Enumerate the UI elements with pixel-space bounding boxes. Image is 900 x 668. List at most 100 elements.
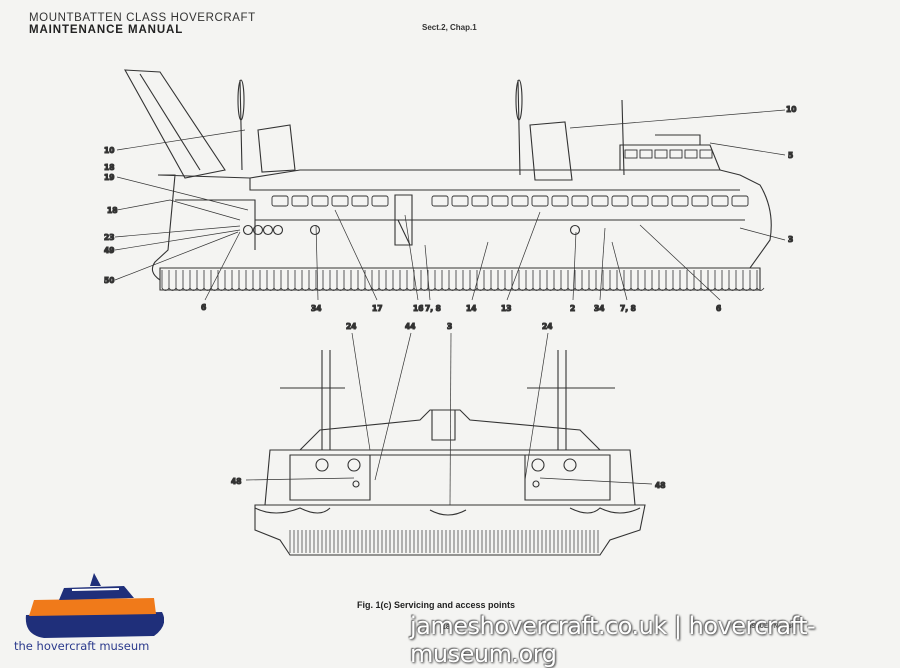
skirt-finger xyxy=(189,270,198,291)
skirt-finger xyxy=(728,270,737,291)
window xyxy=(271,195,289,207)
skirt-finger xyxy=(609,270,618,291)
skirt-finger xyxy=(476,270,485,291)
skirt-finger xyxy=(378,270,387,291)
porthole xyxy=(262,224,274,236)
porthole xyxy=(252,224,264,236)
skirt-finger xyxy=(749,270,758,291)
skirt-finger xyxy=(672,270,681,291)
porthole xyxy=(242,224,254,236)
skirt-finger xyxy=(336,270,345,291)
skirt-finger xyxy=(420,270,429,291)
page-number: 18 xyxy=(442,624,450,631)
skirt-finger xyxy=(434,270,443,291)
skirt-finger xyxy=(756,270,765,291)
callout: 2 xyxy=(570,304,575,313)
wheelhouse-window xyxy=(639,149,653,159)
skirt-finger xyxy=(392,270,401,291)
skirt-finger xyxy=(595,270,604,291)
hovercraft-museum-logo xyxy=(25,573,164,638)
skirt-finger xyxy=(448,270,457,291)
callout: 13 xyxy=(501,304,511,313)
callout: 7, 8 xyxy=(620,304,636,313)
callout: 48 xyxy=(231,477,241,486)
skirt-finger xyxy=(427,270,436,291)
window xyxy=(331,195,349,207)
callout: 14 xyxy=(466,304,476,313)
side-leader-lines xyxy=(114,109,786,301)
skirt-finger xyxy=(686,270,695,291)
skirt-finger xyxy=(630,270,639,291)
skirt-finger xyxy=(161,270,170,291)
section-reference: Sect.2, Chap.1 xyxy=(422,23,477,32)
skirt-finger xyxy=(196,270,205,291)
callout: 10 xyxy=(104,146,114,155)
wheelhouse-window xyxy=(699,149,713,159)
window xyxy=(591,195,609,207)
skirt-finger xyxy=(546,270,555,291)
skirt-finger xyxy=(343,270,352,291)
skirt-finger xyxy=(574,270,583,291)
skirt-finger xyxy=(553,270,562,291)
window xyxy=(431,195,449,207)
skirt-finger xyxy=(693,270,702,291)
callout: 6 xyxy=(201,303,206,312)
window xyxy=(551,195,569,207)
window xyxy=(731,195,749,207)
callout: 3 xyxy=(788,235,793,244)
callout: 50 xyxy=(104,276,114,285)
skirt-finger xyxy=(518,270,527,291)
manual-title: MAINTENANCE MANUAL xyxy=(29,24,184,36)
skirt-finger xyxy=(700,270,709,291)
skirt-finger xyxy=(532,270,541,291)
skirt-finger xyxy=(308,270,317,291)
skirt-finger xyxy=(217,270,226,291)
window xyxy=(611,195,629,207)
skirt-finger xyxy=(581,270,590,291)
front-view xyxy=(254,350,646,556)
callout: 17 xyxy=(372,304,382,313)
skirt-finger xyxy=(714,270,723,291)
skirt-finger xyxy=(273,270,282,291)
callout: 34 xyxy=(311,304,321,313)
skirt-finger xyxy=(616,270,625,291)
callout: 24 xyxy=(542,322,552,331)
skirt-finger xyxy=(441,270,450,291)
window xyxy=(691,195,709,207)
skirt-finger xyxy=(602,270,611,291)
window xyxy=(311,195,329,207)
window xyxy=(291,195,309,207)
porthole xyxy=(309,224,321,236)
skirt-finger xyxy=(455,270,464,291)
skirt-finger xyxy=(350,270,359,291)
window xyxy=(631,195,649,207)
skirt-finger xyxy=(560,270,569,291)
skirt-finger xyxy=(651,270,660,291)
skirt-finger xyxy=(735,270,744,291)
skirt-finger xyxy=(658,270,667,291)
skirt-finger xyxy=(245,270,254,291)
callout: 49 xyxy=(104,246,114,255)
skirt-finger xyxy=(322,270,331,291)
skirt-finger xyxy=(371,270,380,291)
skirt-finger xyxy=(406,270,415,291)
skirt-finger xyxy=(511,270,520,291)
skirt-finger xyxy=(231,270,240,291)
skirt-finger xyxy=(490,270,499,291)
skirt-finger xyxy=(259,270,268,291)
callout: 7, 8 xyxy=(425,304,441,313)
manual-series-title: MOUNTBATTEN CLASS HOVERCRAFT xyxy=(29,12,256,24)
skirt-finger xyxy=(280,270,289,291)
window xyxy=(711,195,729,207)
wheelhouse-window xyxy=(654,149,668,159)
skirt-finger xyxy=(413,270,422,291)
callout: 44 xyxy=(405,322,415,331)
porthole xyxy=(569,224,581,236)
skirt-finger xyxy=(742,270,751,291)
window xyxy=(571,195,589,207)
skirt-finger xyxy=(385,270,394,291)
skirt-finger xyxy=(497,270,506,291)
skirt-finger xyxy=(252,270,261,291)
side-view-callouts: 10 18 19 18 23 49 50 6 34 17 16 7, 8 14 … xyxy=(103,104,797,313)
